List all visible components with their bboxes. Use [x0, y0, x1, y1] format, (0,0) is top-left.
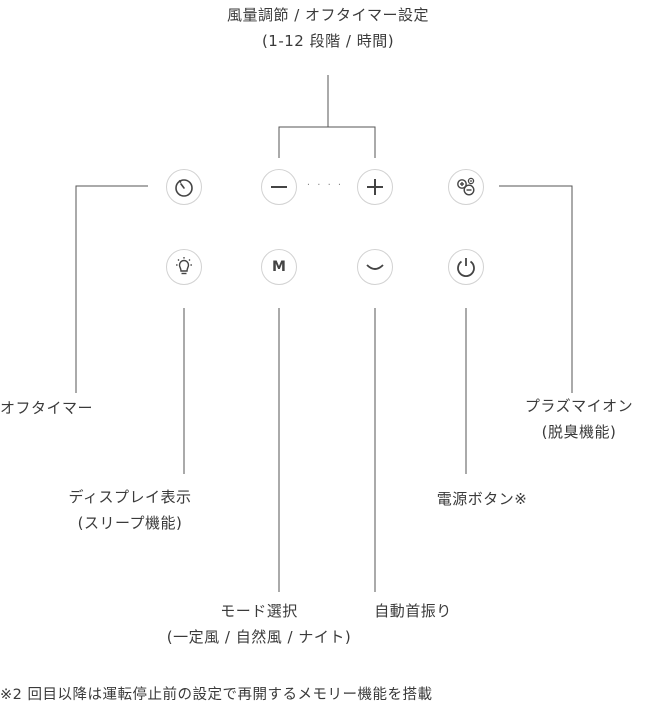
- mode-icon: M: [272, 259, 286, 275]
- swing-button[interactable]: [357, 249, 393, 285]
- ion-icon: [457, 177, 475, 196]
- plasma-ion-label: プラズマイオン (脱臭機能): [525, 393, 633, 445]
- display-label-line2: (スリープ機能): [77, 514, 183, 532]
- timer-icon: [175, 179, 193, 197]
- power-button[interactable]: [448, 249, 484, 285]
- display-label: ディスプレイ表示 (スリープ機能): [69, 484, 192, 536]
- off-timer-label: オフタイマー: [0, 399, 94, 417]
- swing-icon: [366, 264, 384, 270]
- adjust-label-line2: (1-12 段階 / 時間): [261, 32, 395, 50]
- mode-label-line1: モード選択: [220, 602, 298, 620]
- level-dots: · · · ·: [306, 180, 344, 191]
- mode-label-line2: (一定風 / 自然風 / ナイト): [166, 628, 352, 646]
- swing-label: 自動首振り: [374, 602, 452, 620]
- power-icon: [457, 258, 475, 278]
- display-label-line1: ディスプレイ表示: [68, 488, 192, 506]
- power-label: 電源ボタン※: [436, 490, 528, 508]
- mode-button[interactable]: M: [261, 249, 297, 285]
- plasma-ion-button[interactable]: [448, 169, 484, 205]
- off-timer-button[interactable]: [166, 169, 202, 205]
- plasma-ion-label-line2: (脱臭機能): [541, 423, 617, 441]
- plus-button[interactable]: [357, 169, 393, 205]
- adjust-label-line1: 風量調節 / オフタイマー設定: [226, 6, 430, 24]
- minus-icon: [271, 186, 287, 188]
- plasma-ion-label-line1: プラズマイオン: [524, 397, 634, 415]
- adjust-label: 風量調節 / オフタイマー設定 (1-12 段階 / 時間): [227, 2, 429, 54]
- memory-footnote: ※2 回目以降は運転停止前の設定で再開するメモリー機能を搭載: [0, 687, 433, 703]
- plus-icon: [367, 179, 383, 195]
- minus-button[interactable]: [261, 169, 297, 205]
- display-button[interactable]: [166, 249, 202, 285]
- mode-label: モード選択 (一定風 / 自然風 / ナイト): [167, 598, 351, 650]
- lightbulb-icon: [176, 257, 192, 275]
